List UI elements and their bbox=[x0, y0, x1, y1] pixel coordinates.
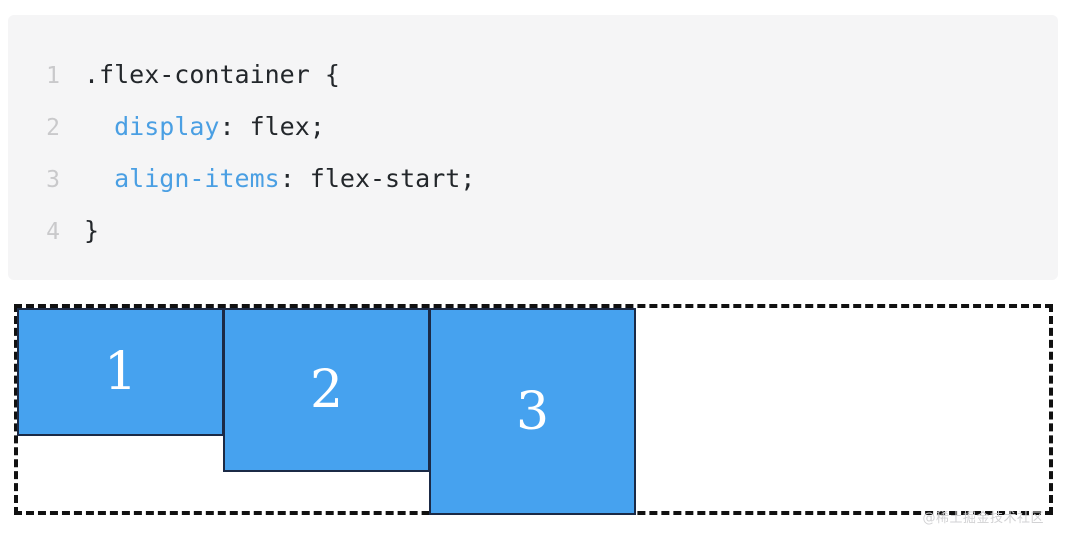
flex-item-3-label: 3 bbox=[515, 381, 550, 442]
code-token-property: align-items bbox=[114, 164, 280, 193]
code-token: .flex-container { bbox=[84, 60, 340, 89]
code-line-content: } bbox=[60, 205, 99, 257]
watermark-text: @稀土掘金技术社区 bbox=[922, 511, 1044, 526]
code-token-indent bbox=[84, 164, 114, 193]
code-line-content: align-items: flex-start; bbox=[60, 153, 475, 205]
flex-item-1-label: 1 bbox=[103, 342, 138, 402]
code-line-content: .flex-container { bbox=[60, 49, 340, 101]
line-number: 2 bbox=[46, 115, 60, 141]
code-line: 3 align-items: flex-start; bbox=[8, 153, 1058, 205]
code-token-property: display bbox=[114, 112, 220, 141]
flex-item-3: 3 bbox=[429, 308, 636, 515]
line-number: 4 bbox=[46, 219, 60, 245]
code-block: 1 .flex-container { 2 display: flex; 3 a… bbox=[8, 15, 1058, 280]
line-number: 3 bbox=[46, 167, 60, 193]
line-number: 1 bbox=[46, 63, 60, 89]
flex-item-2-label: 2 bbox=[309, 360, 344, 420]
code-token: } bbox=[84, 216, 100, 245]
code-token-value: : flex; bbox=[219, 112, 325, 141]
code-line: 1 .flex-container { bbox=[8, 49, 1058, 101]
code-line: 4 } bbox=[8, 205, 1058, 257]
code-token-indent bbox=[84, 112, 114, 141]
flex-item-1: 1 bbox=[17, 308, 224, 436]
code-token-value: : flex-start; bbox=[279, 164, 476, 193]
code-line-content: display: flex; bbox=[60, 101, 325, 153]
flex-item-2: 2 bbox=[223, 308, 430, 472]
code-line: 2 display: flex; bbox=[8, 101, 1058, 153]
flex-container-demo: 1 2 3 bbox=[14, 304, 1053, 515]
